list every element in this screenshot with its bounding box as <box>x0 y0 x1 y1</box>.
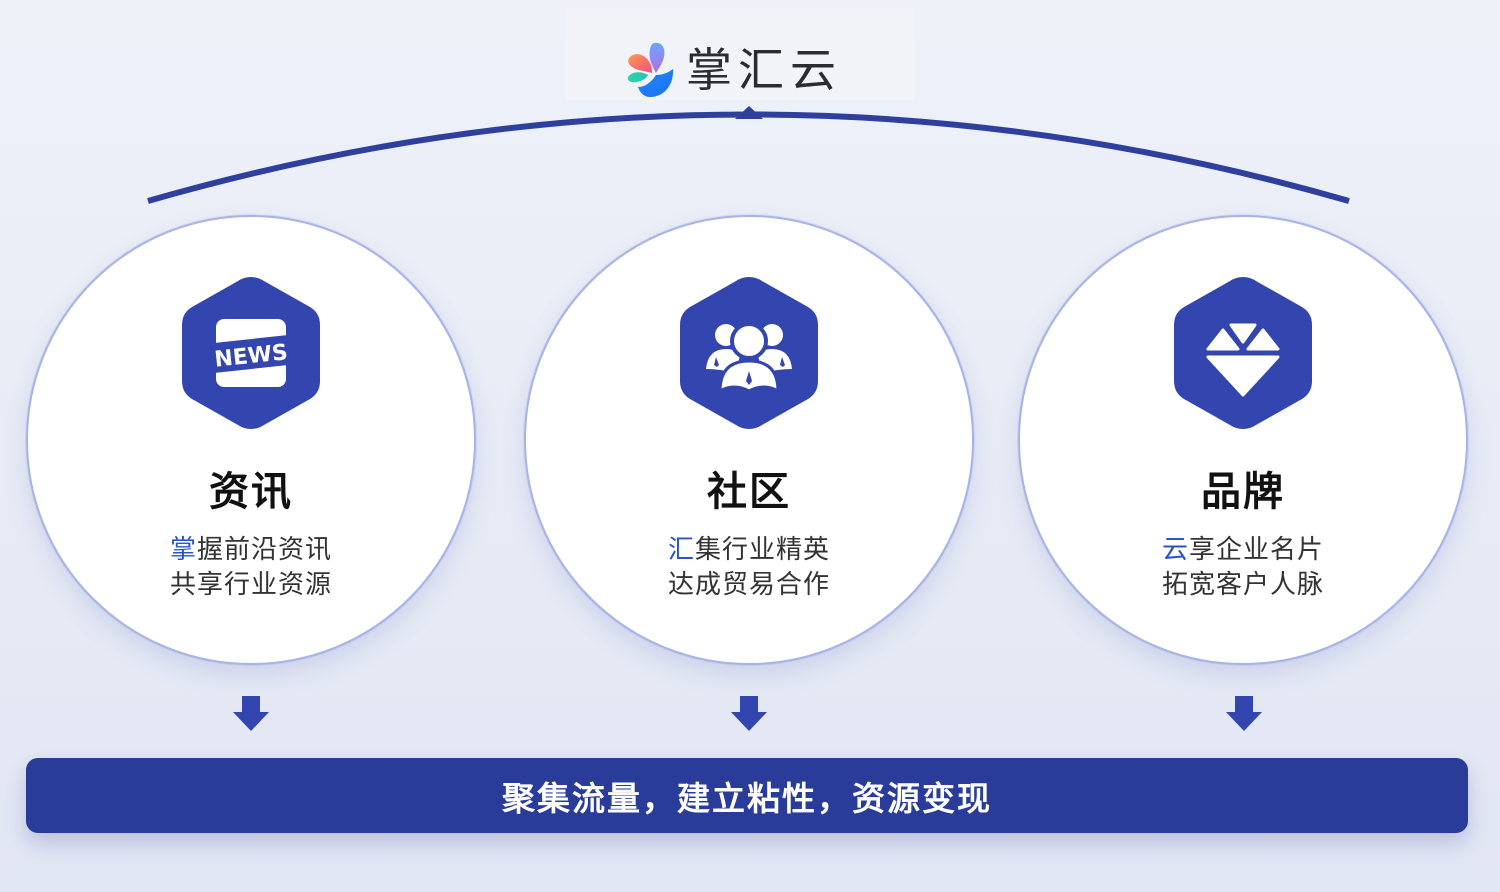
summary-banner: 聚集流量，建立粘性，资源变现 <box>26 758 1468 833</box>
desc-line1: 集行业精英 <box>695 535 831 565</box>
community-people-icon <box>680 277 818 429</box>
highlight-char: 掌 <box>169 535 197 565</box>
pillar-description: 云享企业名片 拓宽客户人脉 <box>1020 533 1466 603</box>
logo-panel <box>565 8 915 100</box>
desc-line1: 握前沿资讯 <box>197 535 333 565</box>
brand-logo: 掌汇云 <box>626 40 842 100</box>
down-arrow-icon <box>731 696 767 731</box>
news-icon: NEWS <box>182 277 320 429</box>
pillar-description: 汇集行业精英 达成贸易合作 <box>526 533 972 603</box>
highlight-char: 云 <box>1161 535 1189 565</box>
down-arrow-icon <box>1226 696 1262 731</box>
pillar-title: 资讯 <box>209 469 293 515</box>
pillar-title: 社区 <box>707 469 791 515</box>
diamond-icon <box>1174 277 1312 429</box>
brand-name: 掌汇云 <box>686 43 842 97</box>
down-arrow-icon <box>233 696 269 731</box>
pillar-community: 社区 汇集行业精英 达成贸易合作 <box>524 215 974 665</box>
desc-line2: 达成贸易合作 <box>667 570 830 600</box>
summary-slogan: 聚集流量，建立粘性，资源变现 <box>502 778 992 818</box>
connector-arc <box>147 106 1350 204</box>
desc-line2: 共享行业资源 <box>169 570 332 600</box>
pillar-description: 掌握前沿资讯 共享行业资源 <box>28 533 474 603</box>
highlight-char: 汇 <box>667 535 695 565</box>
desc-line1: 享企业名片 <box>1189 535 1325 565</box>
pillar-news: NEWS 资讯 掌握前沿资讯 共享行业资源 <box>26 215 476 665</box>
desc-line2: 拓宽客户人脉 <box>1161 570 1324 600</box>
pillar-brand: 品牌 云享企业名片 拓宽客户人脉 <box>1018 215 1468 665</box>
petal-logo-icon <box>627 42 674 97</box>
pillar-title: 品牌 <box>1201 469 1285 515</box>
